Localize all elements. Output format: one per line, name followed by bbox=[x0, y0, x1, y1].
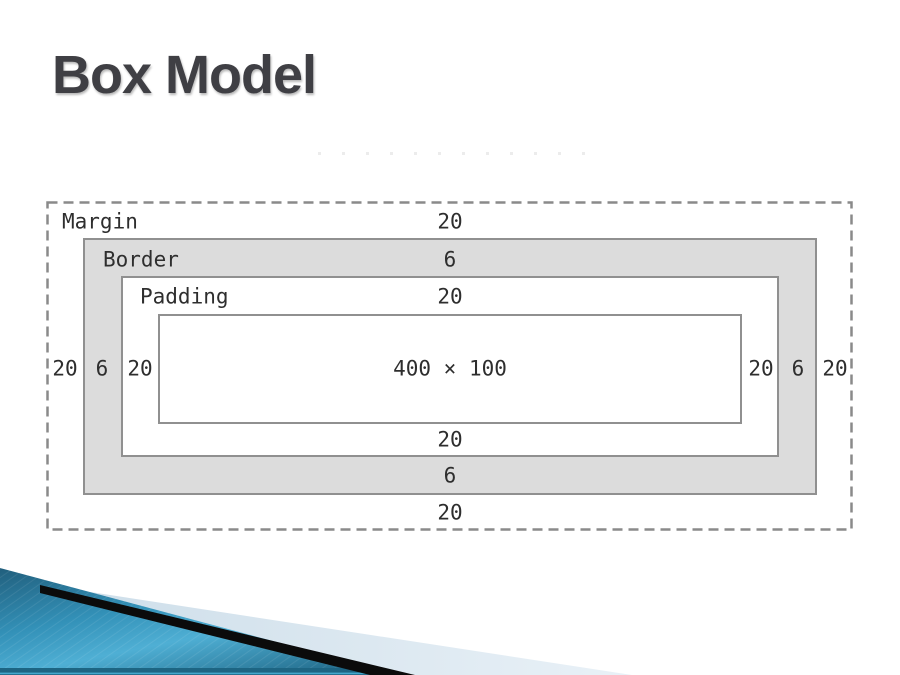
padding-right-value: 20 bbox=[748, 356, 774, 381]
dark-teal-bottom-strip bbox=[0, 668, 366, 675]
light-teal-bottom-line bbox=[0, 672, 366, 675]
padding-bottom-value: 20 bbox=[437, 427, 463, 452]
border-right-value: 6 bbox=[791, 356, 805, 381]
border-label: Border bbox=[103, 247, 179, 272]
box-model-diagram: Margin Border Padding 20 6 20 400 × 100 … bbox=[46, 201, 853, 531]
page-title: Box Model bbox=[52, 45, 317, 105]
border-top-value: 6 bbox=[443, 247, 457, 272]
margin-left-value: 20 bbox=[52, 356, 78, 381]
margin-right-value: 20 bbox=[822, 356, 848, 381]
content-box bbox=[158, 314, 742, 424]
margin-label: Margin bbox=[62, 209, 138, 234]
padding-top-value: 20 bbox=[437, 284, 463, 309]
margin-top-value: 20 bbox=[437, 209, 463, 234]
faint-dotted-line bbox=[318, 152, 590, 155]
margin-bottom-value: 20 bbox=[437, 500, 463, 525]
bottom-decoration bbox=[0, 568, 632, 675]
border-left-value: 6 bbox=[95, 356, 109, 381]
black-stripe bbox=[40, 585, 415, 675]
border-bottom-value: 6 bbox=[443, 463, 457, 488]
margin-dashed-outline bbox=[46, 201, 853, 531]
padding-left-value: 20 bbox=[127, 356, 153, 381]
content-size-label: 400 × 100 bbox=[393, 356, 507, 381]
padding-label: Padding bbox=[140, 284, 229, 309]
margin-box bbox=[46, 201, 853, 531]
